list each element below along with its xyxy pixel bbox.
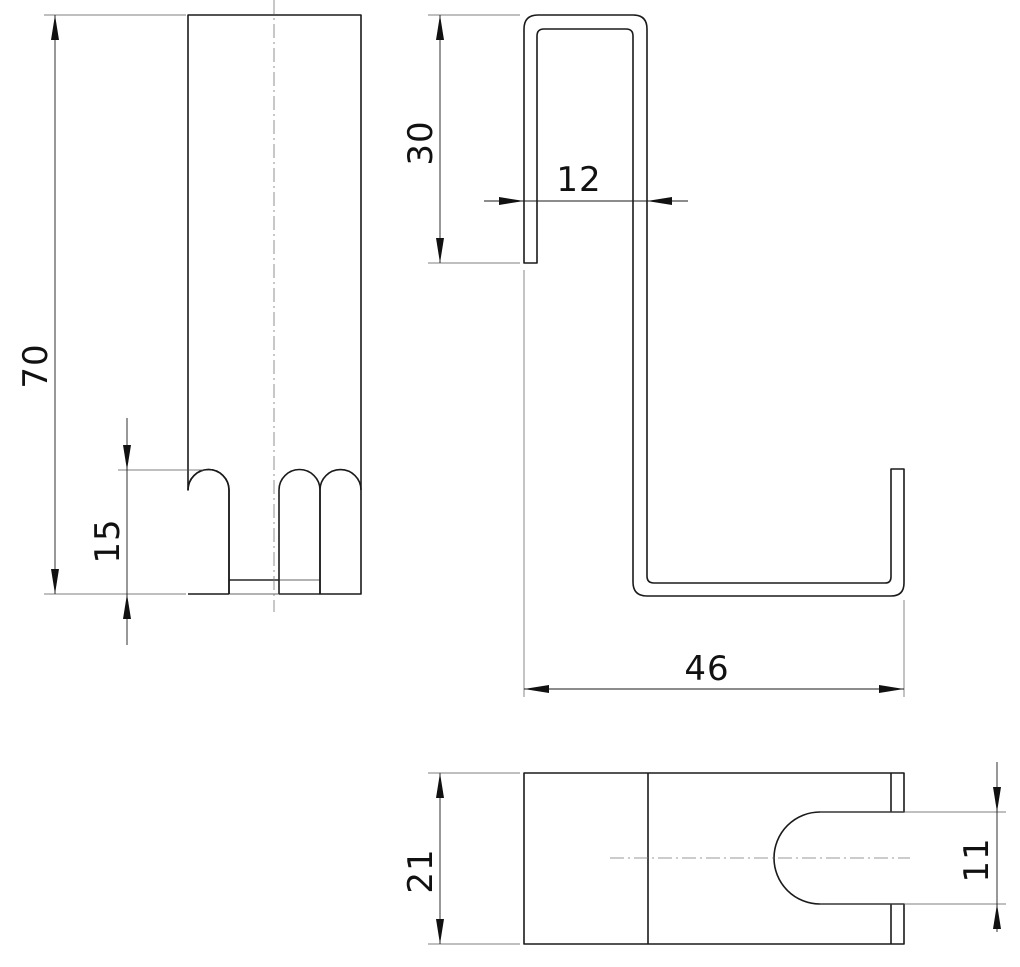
top-view [523, 772, 910, 945]
dimension-label-12: 12 [556, 160, 601, 200]
dimension-label-15: 15 [88, 518, 128, 563]
dimension-46: 46 [523, 270, 905, 697]
side-view [523, 14, 905, 597]
dimension-30: 30 [401, 14, 520, 264]
dimension-label-21: 21 [401, 848, 441, 893]
dimension-label-70: 70 [16, 343, 56, 388]
dimension-11: 11 [820, 762, 1006, 932]
dimension-15: 15 [88, 418, 205, 645]
dimension-label-46: 46 [684, 649, 729, 689]
dimension-21: 21 [401, 772, 520, 945]
dimension-12: 12 [484, 160, 688, 205]
front-view-outline [187, 14, 362, 595]
dimension-70: 70 [16, 14, 186, 595]
top-view-outline [523, 772, 905, 945]
front-view [187, 0, 362, 612]
dimension-label-11: 11 [957, 837, 997, 882]
hook-profile [523, 14, 905, 597]
dimension-label-30: 30 [401, 120, 441, 165]
